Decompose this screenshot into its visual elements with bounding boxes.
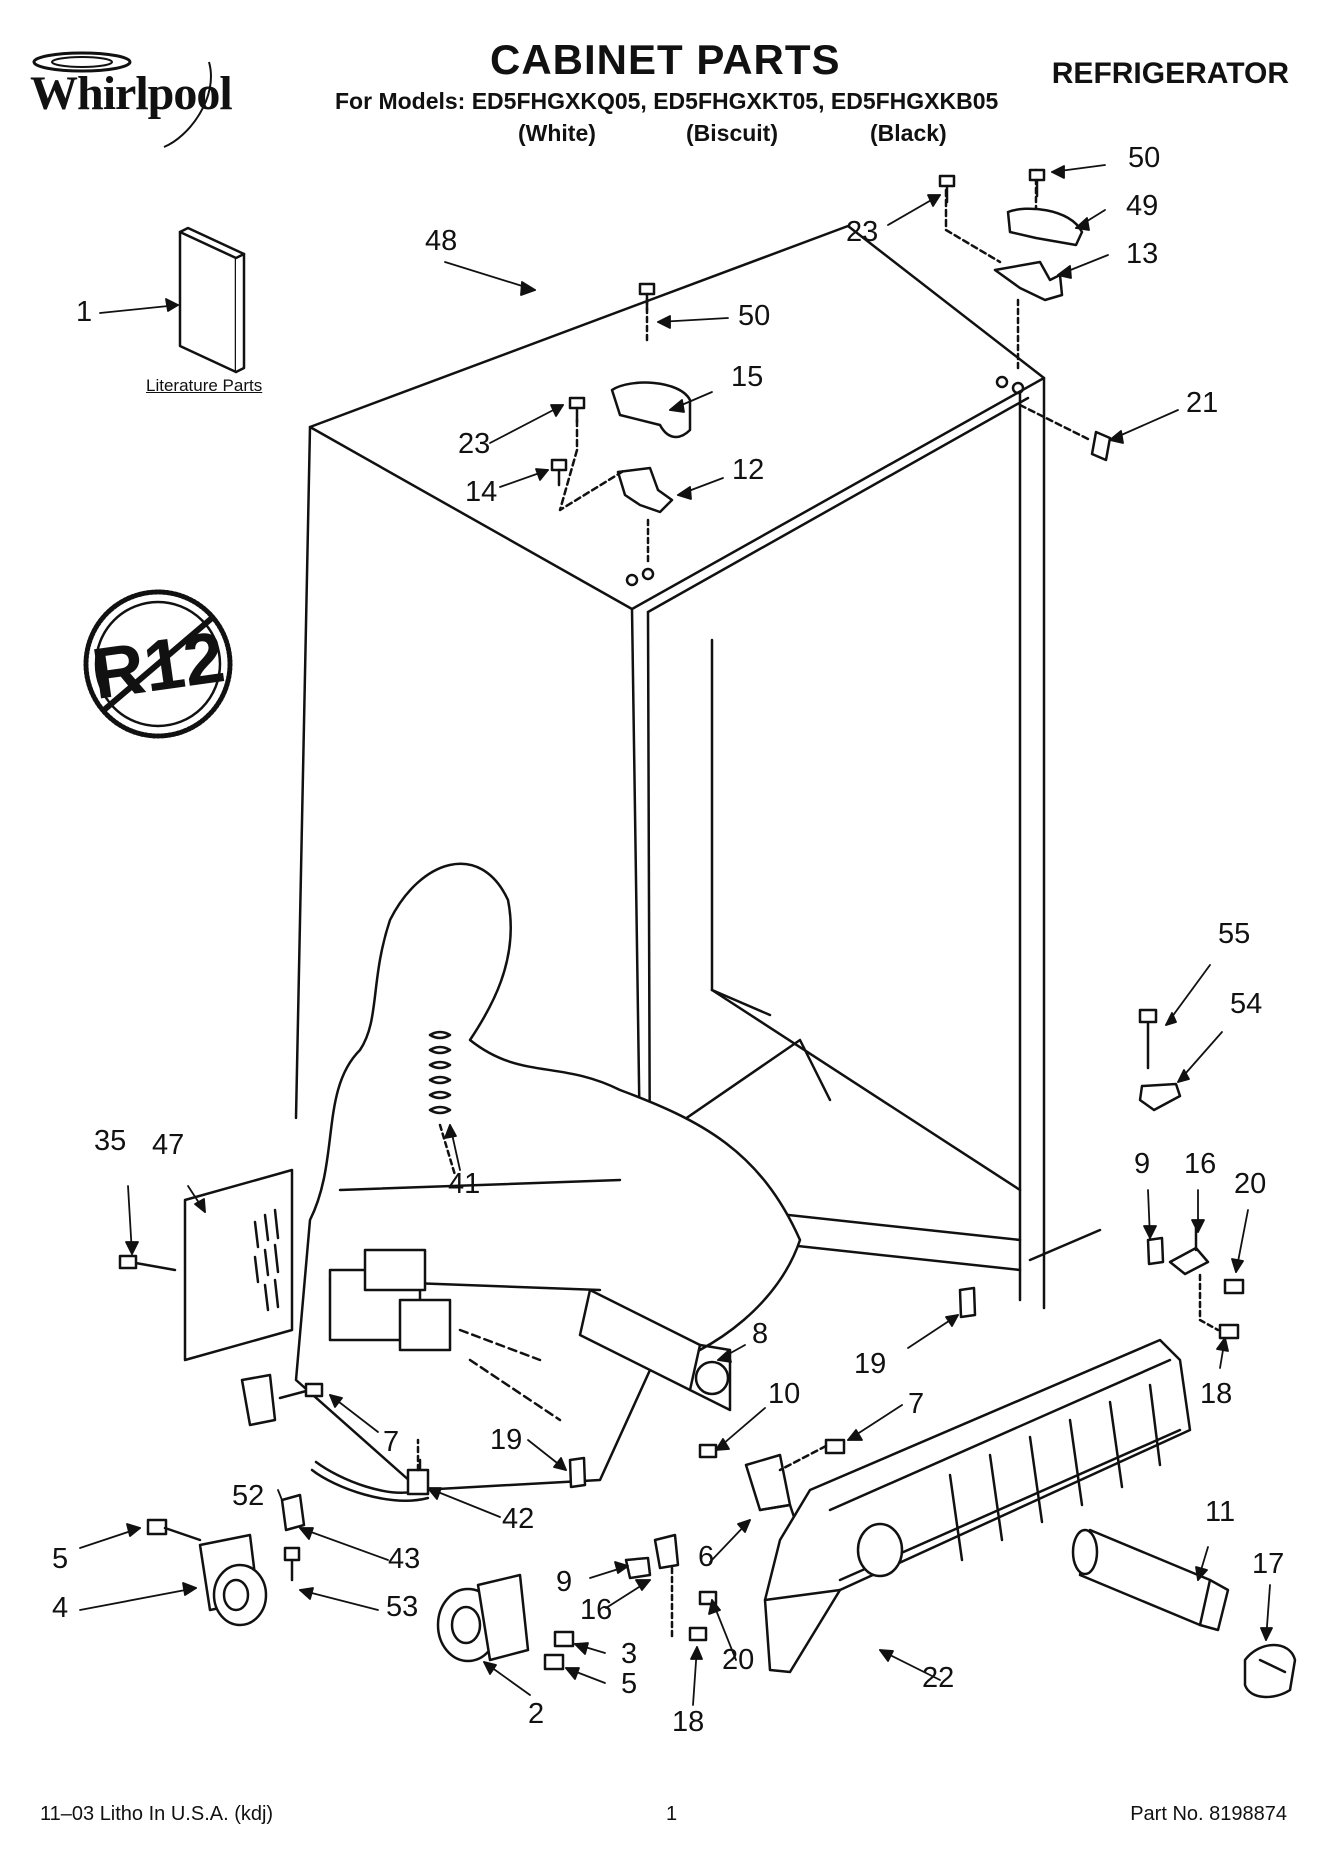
variant-white: (White) — [518, 120, 596, 146]
callout-41: 41 — [448, 1168, 481, 1200]
callout-42: 42 — [502, 1503, 535, 1535]
callout-16-right: 16 — [1184, 1148, 1217, 1180]
filter-cap — [1243, 1643, 1297, 1699]
diagram-title: CABINET PARTS — [490, 36, 841, 83]
variant-black: (Black) — [870, 120, 947, 146]
callout-5-left: 5 — [52, 1543, 69, 1575]
variant-biscuit: (Biscuit) — [686, 120, 778, 146]
callout-47: 47 — [152, 1129, 185, 1161]
callout-48: 48 — [425, 225, 458, 257]
literature-booklet — [178, 226, 246, 374]
callout-2: 2 — [528, 1698, 545, 1730]
leader-lines — [79, 164, 1273, 1706]
callout-52: 52 — [232, 1480, 265, 1512]
callout-13: 13 — [1126, 238, 1159, 270]
callout-55: 55 — [1218, 918, 1251, 950]
coil-part-41 — [428, 1030, 452, 1115]
callout-49: 49 — [1126, 190, 1159, 222]
callout-23-center: 23 — [458, 428, 491, 460]
callout-35: 35 — [94, 1125, 127, 1157]
callout-18-left: 18 — [672, 1706, 705, 1738]
callout-5-bottom: 5 — [621, 1668, 638, 1700]
callout-7-left: 7 — [383, 1426, 400, 1458]
bracket-6 — [744, 1453, 797, 1522]
callout-11: 11 — [1205, 1496, 1236, 1528]
hinge-bracket-16-right — [1028, 1226, 1245, 1340]
rear-roller-2 — [436, 1573, 575, 1671]
callout-21: 21 — [1186, 387, 1219, 419]
callout-3: 3 — [621, 1638, 638, 1670]
water-filter — [1071, 1528, 1230, 1632]
toe-grille-bracket-left — [624, 1533, 718, 1642]
r12-badge-text: R12 — [87, 617, 229, 715]
rear-access-panel — [118, 1168, 294, 1362]
callout-9-left: 9 — [556, 1566, 573, 1598]
footer-part-number: Part No. 8198874 — [1130, 1803, 1287, 1825]
callout-20-right: 20 — [1234, 1168, 1267, 1200]
callout-19-left: 19 — [490, 1424, 523, 1456]
callout-10: 10 — [768, 1378, 801, 1410]
callout-4: 4 — [52, 1592, 69, 1624]
callout-17: 17 — [1252, 1548, 1285, 1580]
callout-20-left: 20 — [722, 1644, 755, 1676]
models-line: For Models: ED5FHGXKQ05, ED5FHGXKT05, ED… — [335, 88, 999, 114]
callout-1: 1 — [76, 296, 93, 328]
water-tube-42 — [310, 1438, 430, 1502]
tube-clamp-43 — [280, 1493, 306, 1582]
callout-8: 8 — [752, 1318, 769, 1350]
callout-14: 14 — [465, 476, 498, 508]
callout-7-right: 7 — [908, 1388, 925, 1420]
brand-name: Whirlpool — [30, 67, 233, 120]
r12-label: R12 — [87, 617, 229, 715]
bracket-19 — [568, 1286, 977, 1489]
cutaway-region — [294, 862, 802, 1492]
literature-parts-label: Literature Parts — [146, 376, 263, 395]
callout-9-right: 9 — [1134, 1148, 1151, 1180]
callout-12: 12 — [732, 454, 765, 486]
callout-18-right: 18 — [1200, 1378, 1233, 1410]
footer-page-number: 1 — [666, 1803, 678, 1825]
callout-15: 15 — [731, 361, 764, 393]
callout-22: 22 — [922, 1662, 955, 1694]
callout-43: 43 — [388, 1543, 421, 1575]
callout-16-left: 16 — [580, 1594, 613, 1626]
screw-7-center — [698, 1438, 846, 1472]
right-roller-bracket — [1138, 1008, 1182, 1112]
appliance-type: REFRIGERATOR — [1051, 57, 1289, 90]
callout-54: 54 — [1230, 988, 1263, 1020]
toe-grille — [763, 1338, 1192, 1674]
callout-6: 6 — [698, 1541, 715, 1573]
leveling-bracket-52 — [240, 1373, 324, 1427]
top-hinge-right — [938, 168, 1112, 462]
top-hinge-left — [550, 282, 692, 567]
callout-50-top: 50 — [1128, 142, 1161, 174]
callout-19-right: 19 — [854, 1348, 887, 1380]
footer-print-info: 11–03 Litho In U.S.A. (kdj) — [40, 1803, 274, 1825]
whirlpool-swirl-icon — [32, 51, 212, 148]
no-r12-badge — [83, 589, 233, 739]
callout-53: 53 — [386, 1591, 419, 1623]
callout-23-top: 23 — [846, 216, 879, 248]
callout-50-center: 50 — [738, 300, 771, 332]
front-roller-assembly — [146, 1518, 268, 1627]
